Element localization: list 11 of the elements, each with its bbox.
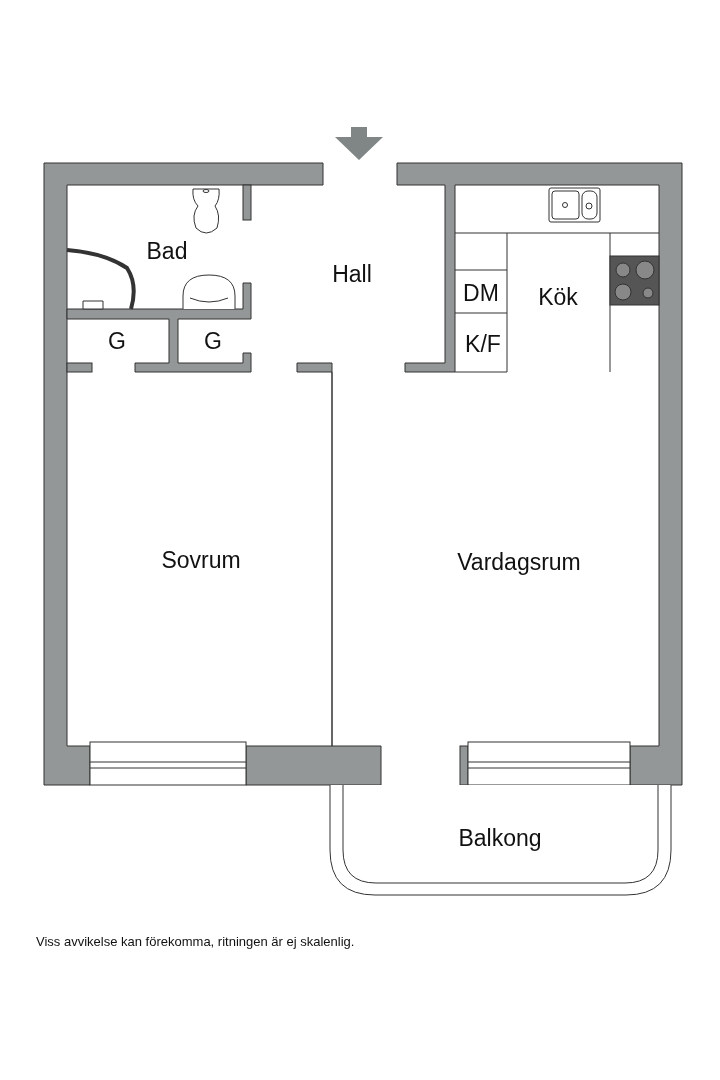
room-label: Balkong bbox=[458, 824, 542, 852]
room-label: G bbox=[108, 327, 126, 355]
room-label: DM bbox=[463, 279, 499, 307]
room-label: Kök bbox=[538, 283, 578, 311]
room-label: K/F bbox=[465, 330, 501, 358]
room-label: Vardagsrum bbox=[457, 548, 581, 576]
disclaimer-note: Viss avvikelse kan förekomma, ritningen är ej skalenlig. bbox=[36, 934, 355, 949]
room-label: Bad bbox=[146, 237, 188, 265]
room-label: Sovrum bbox=[161, 546, 241, 574]
room-label: Hall bbox=[332, 260, 372, 288]
room-label: G bbox=[204, 327, 222, 355]
